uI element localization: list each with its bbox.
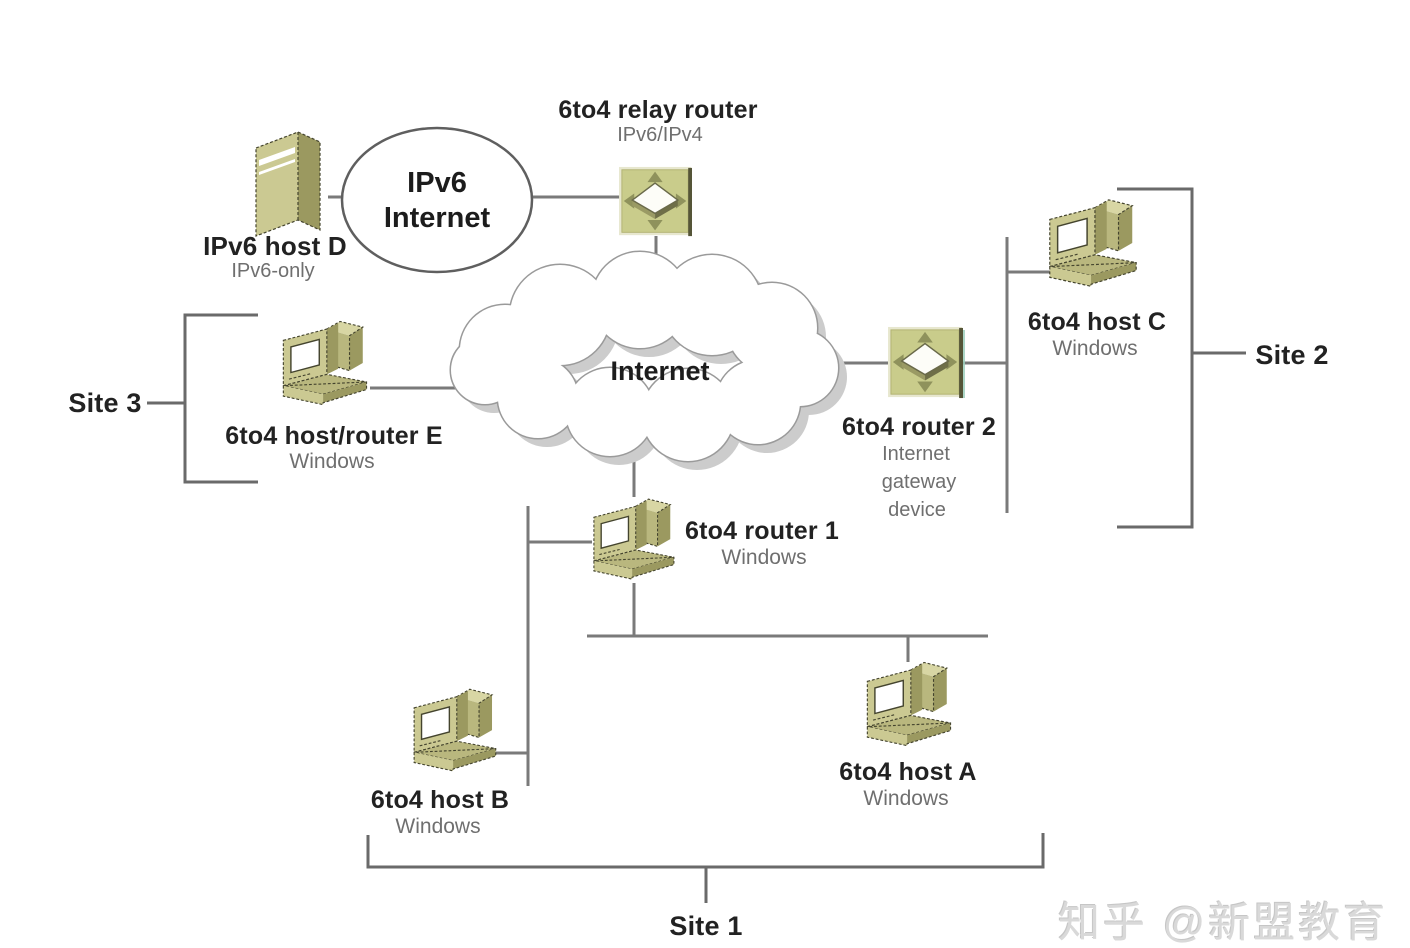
host-d-sublabel: IPv6-only (231, 260, 315, 282)
router-1-label: 6to4 router 1 (684, 517, 840, 545)
host-router-e-label: 6to4 host/router E (225, 422, 443, 450)
site-3-label: Site 3 (68, 388, 142, 418)
host-a-computer-icon (866, 661, 952, 747)
host-a-label: 6to4 host A (839, 758, 977, 786)
host-router-e-computer-icon (282, 320, 368, 406)
host-router-e-sublabel: Windows (289, 450, 375, 473)
router-2-label: 6to4 router 2 (841, 413, 997, 441)
host-b-label: 6to4 host B (370, 786, 510, 814)
router-2-subline-3: device (888, 499, 946, 521)
host-c-computer-icon (1049, 199, 1137, 287)
host-c-sublabel: Windows (1052, 337, 1138, 360)
host-c-label: 6to4 host C (1027, 308, 1167, 336)
internet-cloud-label: Internet (610, 356, 710, 386)
host-a-sublabel: Windows (863, 787, 949, 810)
relay-router-sublabel: IPv6/IPv4 (617, 124, 703, 146)
relay-router-label: 6to4 relay router (558, 96, 758, 124)
router-2-subline-2: gateway (881, 471, 957, 493)
watermark-text: 知乎 @新盟教育 (1058, 899, 1389, 946)
site2-bracket (1117, 187, 1246, 529)
router-1-computer-icon (593, 498, 675, 580)
site3-bracket (147, 313, 258, 484)
router-2-icon (887, 326, 964, 399)
site-2-label: Site 2 (1255, 340, 1329, 370)
router-2-subline-1: Internet (882, 443, 950, 465)
relay-router-icon (618, 166, 693, 237)
internet-cloud-shape (449, 250, 847, 470)
ipv6-internet-line2: Internet (383, 202, 491, 234)
host-d-label: IPv6 host D (203, 231, 347, 261)
site-1-label: Site 1 (669, 911, 743, 941)
host-b-computer-icon (413, 688, 497, 772)
router-1-sublabel: Windows (721, 546, 807, 569)
site1-bracket (366, 833, 1045, 903)
host-b-sublabel: Windows (395, 815, 481, 838)
ipv6-internet-oval (340, 126, 534, 274)
host-d-server-icon (255, 131, 321, 237)
connection-lines (328, 195, 1050, 786)
ipv6-internet-line1: IPv6 (407, 167, 467, 199)
